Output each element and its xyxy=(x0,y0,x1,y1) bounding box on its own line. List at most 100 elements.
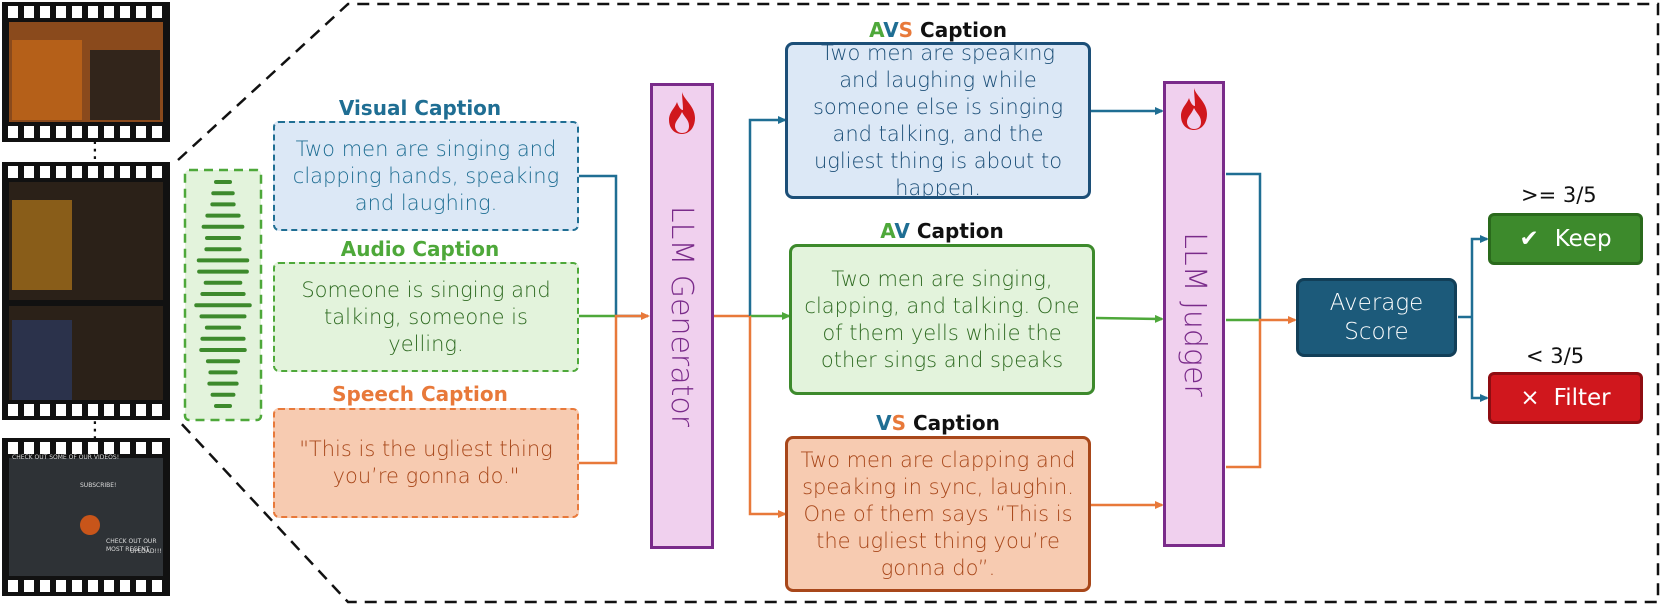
judger-blue-out xyxy=(1226,172,1262,320)
frame3-line: CHECK OUT OUR MOST RECENT xyxy=(106,538,157,553)
speech-caption-title: Speech Caption xyxy=(332,382,508,406)
generator-to-vs-line xyxy=(748,316,787,518)
frame3-line: SUBSCRIBE! xyxy=(80,482,117,489)
llm-judger-box: LLM Judger xyxy=(1163,81,1225,547)
keep-threshold: >= 3/5 xyxy=(1521,183,1597,207)
film-hole xyxy=(104,126,114,138)
film-strips xyxy=(2,2,170,596)
av-caption-box: Two men are singing, clapping, and talki… xyxy=(789,244,1095,395)
film-hole xyxy=(152,166,162,178)
avs-prefix-a: A xyxy=(869,18,884,42)
film-hole xyxy=(88,580,98,592)
film-hole xyxy=(24,6,34,18)
film-hole xyxy=(40,580,50,592)
frame-person xyxy=(12,200,72,290)
film-hole xyxy=(104,404,114,416)
audio-caption-text: Someone is singing and talking, someone … xyxy=(301,277,551,356)
frame-person xyxy=(12,40,82,120)
audio-caption-box: Someone is singing and talking, someone … xyxy=(273,262,579,372)
film-hole xyxy=(104,580,114,592)
llm-judger-label: LLM Judger xyxy=(1176,231,1212,397)
film-hole xyxy=(56,404,66,416)
flame-icon xyxy=(669,92,695,134)
film-hole xyxy=(120,404,130,416)
film-hole xyxy=(24,404,34,416)
film-hole xyxy=(104,442,114,454)
av-caption-title: AV Caption xyxy=(789,219,1095,243)
film-hole xyxy=(136,404,146,416)
film-hole xyxy=(136,166,146,178)
frame-person xyxy=(90,50,160,120)
av-caption-text: Two men are singing, clapping, and talki… xyxy=(804,266,1080,372)
av-title-text: Caption xyxy=(909,219,1004,243)
visual-caption-text: Two men are singing and clapping hands, … xyxy=(292,136,560,215)
film-hole xyxy=(136,126,146,138)
film-hole xyxy=(72,166,82,178)
film-hole xyxy=(40,442,50,454)
frame-logo xyxy=(80,515,100,535)
film-hole xyxy=(104,6,114,18)
av-to-judger-line xyxy=(1095,314,1164,323)
generator-to-avs-line xyxy=(748,116,787,316)
frame3-line: CHECK OUT SOME OF OUR VIDEOS! xyxy=(12,454,120,461)
filter-label: Filter xyxy=(1553,385,1611,411)
film-dots-top: ⋮ xyxy=(84,138,106,163)
av-prefix-a: A xyxy=(880,219,895,243)
score-to-keep-line xyxy=(1470,235,1489,317)
film-hole xyxy=(88,126,98,138)
average-score-box: Average Score xyxy=(1296,278,1457,357)
llm-generator-label: LLM Generator xyxy=(664,205,700,427)
film-hole xyxy=(136,580,146,592)
film-hole xyxy=(24,126,34,138)
film-hole xyxy=(8,166,18,178)
film-hole xyxy=(40,126,50,138)
score-to-filter-line xyxy=(1470,317,1489,402)
filter-threshold: < 3/5 xyxy=(1526,344,1585,368)
avs-title-text: Caption xyxy=(913,18,1007,42)
film-hole xyxy=(136,442,146,454)
film-frame3-text: CHECK OUT SOME OF OUR VIDEOS! SUBSCRIBE!… xyxy=(10,452,166,562)
keep-label: Keep xyxy=(1554,226,1612,252)
checkmark-icon: ✔ xyxy=(1519,226,1539,252)
film-hole xyxy=(152,404,162,416)
film-hole xyxy=(40,404,50,416)
film-hole xyxy=(152,442,162,454)
judger-orange-out xyxy=(1226,316,1297,469)
speech-caption-text: "This is the ugliest thing you’re gonna … xyxy=(299,437,553,488)
film-hole xyxy=(152,6,162,18)
film-hole xyxy=(72,580,82,592)
film-hole xyxy=(72,442,82,454)
film-hole xyxy=(8,126,18,138)
film-hole xyxy=(40,6,50,18)
film-hole xyxy=(72,404,82,416)
waveform-bars xyxy=(194,180,252,408)
llm-generator-box: LLM Generator xyxy=(650,83,714,549)
zoom-outline xyxy=(177,2,1660,604)
film-hole xyxy=(120,580,130,592)
film-hole xyxy=(120,442,130,454)
film-hole xyxy=(56,126,66,138)
frame3-line: UPLOAD!!! xyxy=(130,548,162,555)
avs-caption-box: Two men are speaking and laughing while … xyxy=(785,41,1091,200)
film-hole xyxy=(120,166,130,178)
film-hole xyxy=(56,6,66,18)
audio-caption-title: Audio Caption xyxy=(340,237,500,261)
film-hole xyxy=(152,126,162,138)
film-hole xyxy=(88,166,98,178)
visual-caption-title: Visual Caption xyxy=(338,96,502,120)
film-hole xyxy=(24,442,34,454)
avs-prefix-s: S xyxy=(898,18,914,42)
speech-caption-box: "This is the ugliest thing you’re gonna … xyxy=(273,408,579,518)
film-hole xyxy=(88,404,98,416)
visual-caption-box: Two men are singing and clapping hands, … xyxy=(273,121,579,231)
vs-prefix-v: V xyxy=(876,411,892,435)
keep-box: ✔ Keep xyxy=(1488,213,1643,265)
film-hole xyxy=(8,442,18,454)
film-hole xyxy=(40,166,50,178)
av-prefix-v: V xyxy=(894,219,910,243)
film-hole xyxy=(8,404,18,416)
film-hole xyxy=(88,442,98,454)
vs-caption-text: Two men are clapping and speaking in syn… xyxy=(800,447,1076,580)
film-divider xyxy=(9,300,163,306)
